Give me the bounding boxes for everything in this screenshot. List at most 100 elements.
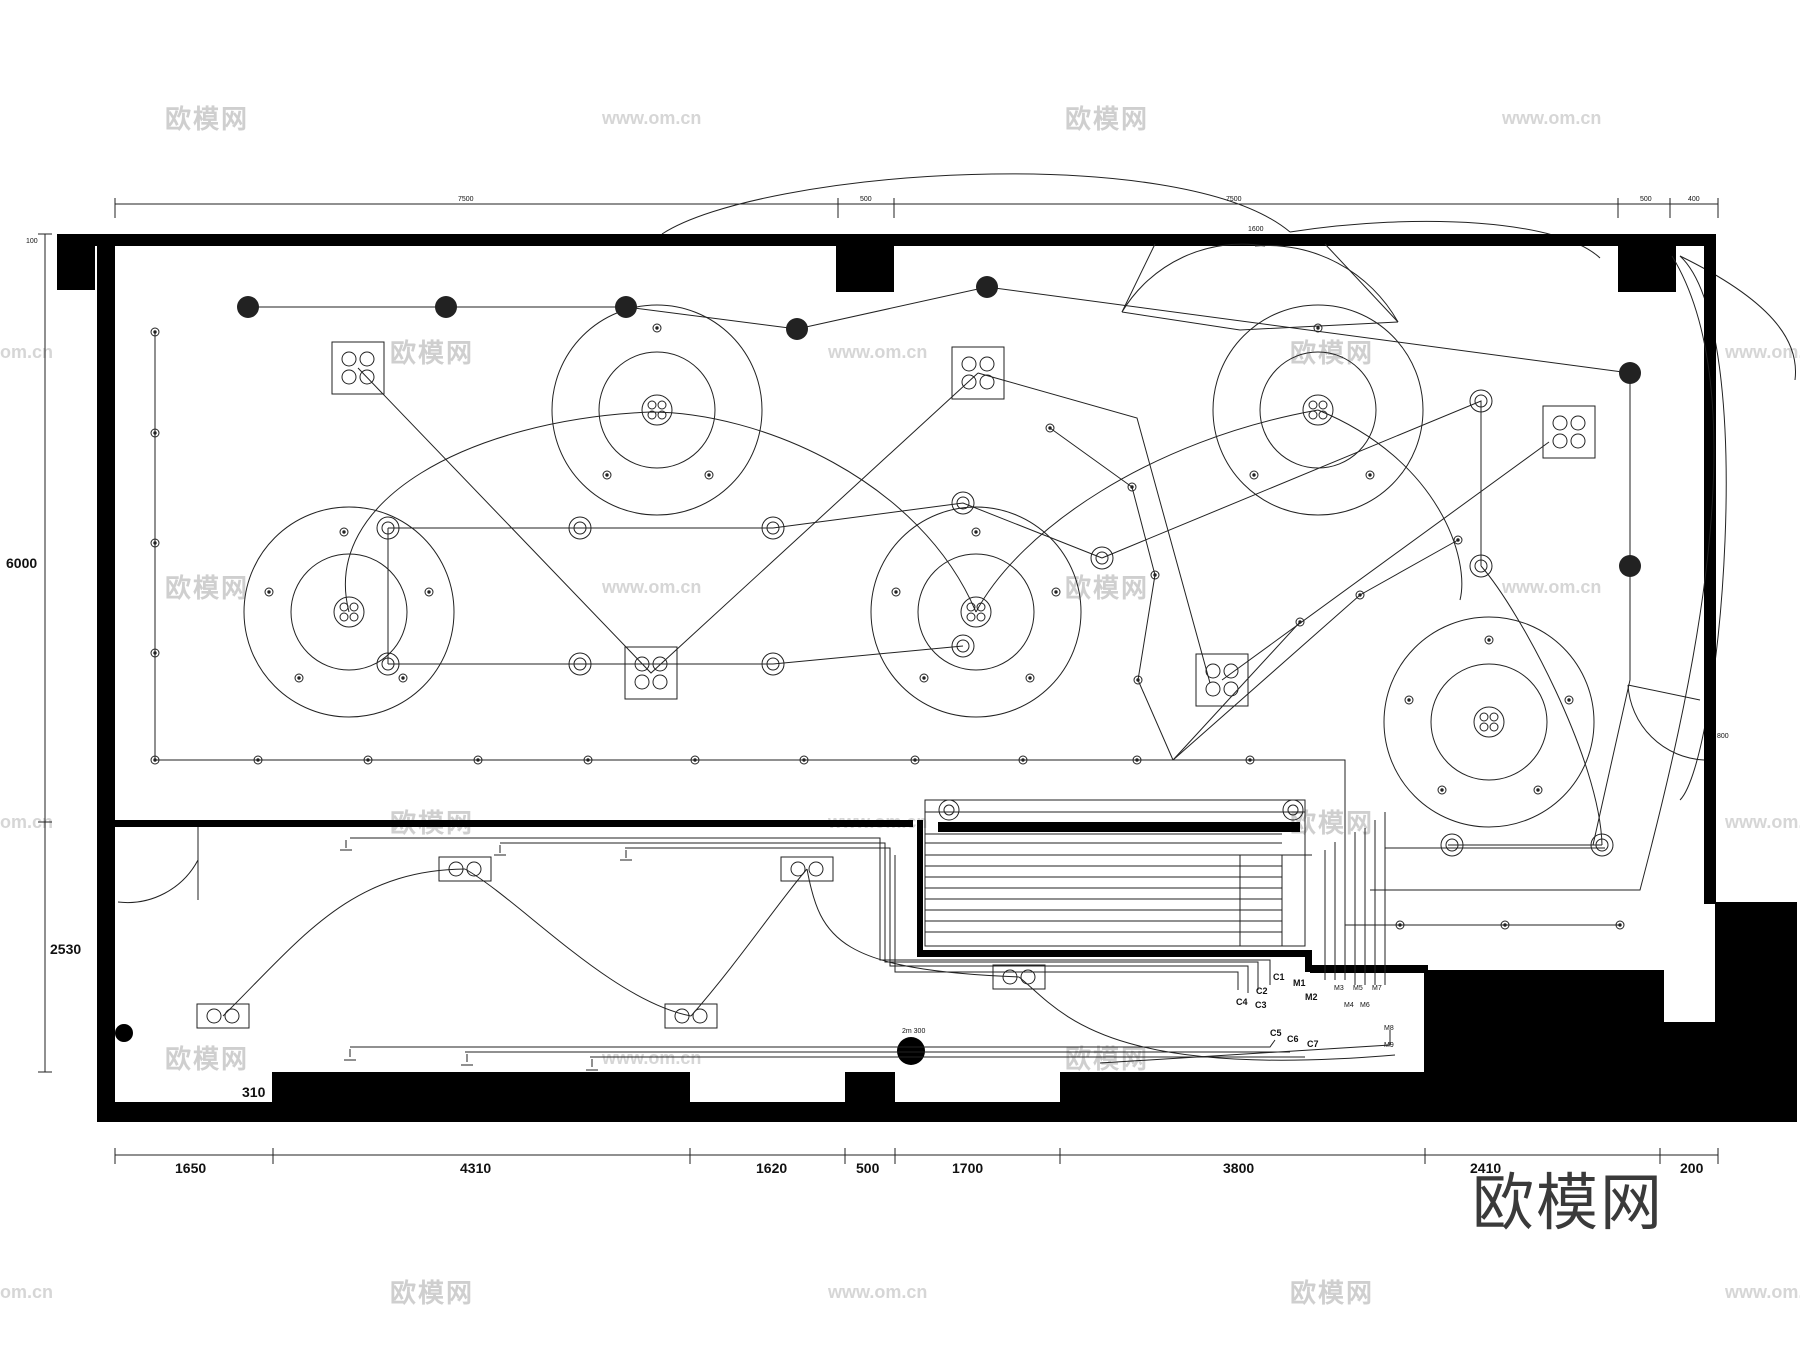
ring-chandelier (870, 506, 1082, 718)
spot-light-center (586, 758, 590, 762)
spot-light (1484, 635, 1494, 645)
top-dim-2: 500 (860, 196, 872, 203)
circuit-labels: C1 C2 C3 C4 C5 C6 C7 M1 M2 M3 M4 M5 M6 M… (1236, 972, 1394, 1049)
spot-light (1313, 323, 1323, 333)
spot-light-center (401, 676, 405, 680)
spot-light (1355, 590, 1365, 600)
ringed-downlight (956, 639, 970, 653)
spot-light (1500, 920, 1510, 930)
spot-light-center (913, 758, 917, 762)
round-column (897, 1037, 925, 1065)
ringed-downlight (951, 491, 975, 515)
ringed-downlight (573, 657, 587, 671)
ring-chandeliers (243, 304, 1595, 828)
double-light-boxes (196, 856, 1046, 1029)
spot-light (150, 538, 160, 548)
circuit-m7: M7 (1372, 985, 1382, 992)
spot-light-center (297, 676, 301, 680)
top-dim-5: 400 (1688, 196, 1700, 203)
spot-light-center (1048, 426, 1052, 430)
pendant-lights (237, 276, 1641, 577)
circuit-c5: C5 (1270, 1028, 1282, 1038)
watermark-url: www.om.cn (1501, 108, 1601, 128)
wall-fixtures (340, 840, 632, 1071)
bench-slats (924, 799, 1312, 947)
watermark-brand: 欧模网 (165, 104, 249, 134)
spot-light (1437, 785, 1447, 795)
ringed-downlight (1445, 838, 1459, 852)
corner-dim: 310 (242, 1084, 266, 1100)
spot-light-center (1358, 593, 1362, 597)
spot-light-center (1536, 788, 1540, 792)
watermark-brand: 欧模网 (165, 573, 249, 603)
watermarks: 欧模网 www.om.cn 欧模网 www.om.cn om.cn 欧模网 ww… (0, 104, 1800, 1308)
spot-light (1533, 785, 1543, 795)
spot-light-center (153, 651, 157, 655)
watermark-brand: 欧模网 (1065, 1044, 1149, 1074)
spot-light (1249, 470, 1259, 480)
ringed-downlight (1469, 389, 1493, 413)
spot-light (652, 323, 662, 333)
spot-light-center (1316, 326, 1320, 330)
ringed-downlight (766, 521, 780, 535)
circuit-m1: M1 (1293, 978, 1306, 988)
spot-light (150, 648, 160, 658)
watermark-url: om.cn (0, 342, 53, 362)
top-door-dim: 1600 (1248, 226, 1264, 233)
top-dim-1: 7500 (458, 196, 474, 203)
ring-chandelier (1383, 616, 1595, 828)
quad-light-boxes (331, 341, 1596, 707)
ringed-downlight (1474, 394, 1488, 408)
circuit-c7: C7 (1307, 1039, 1319, 1049)
spot-light-center (476, 758, 480, 762)
ringed-downlight (568, 516, 592, 540)
ringed-downlight (376, 652, 400, 676)
watermark-brand: 欧模网 (165, 1044, 249, 1074)
spot-downlights (150, 323, 1625, 930)
circuit-c2: C2 (1256, 986, 1268, 996)
watermark-brand: 欧模网 (1065, 573, 1149, 603)
spot-light-center (427, 590, 431, 594)
bottom-dim-6: 3800 (1223, 1160, 1254, 1176)
door-swings (117, 243, 1705, 904)
bottom-dim-8: 200 (1680, 1160, 1704, 1176)
ringed-downlight (761, 516, 785, 540)
spot-light-center (605, 473, 609, 477)
watermark-url: www.om.cn (1501, 577, 1601, 597)
bottom-dim-5: 1700 (952, 1160, 983, 1176)
bench-end-fixtures (938, 799, 1304, 821)
ringed-downlight (573, 521, 587, 535)
bottom-dim-4: 500 (856, 1160, 880, 1176)
ring-chandelier (551, 304, 763, 516)
spot-light-center (1567, 698, 1571, 702)
circuit-m3: M3 (1334, 985, 1344, 992)
spot-light-center (1503, 923, 1507, 927)
spot-light-center (1054, 590, 1058, 594)
spot-light (150, 428, 160, 438)
brand-logo: 欧模网 (1472, 1166, 1665, 1239)
circuit-m4: M4 (1344, 1002, 1354, 1009)
spot-light-center (655, 326, 659, 330)
spot-light (424, 587, 434, 597)
spot-light (1045, 423, 1055, 433)
left-dim-1: 6000 (6, 555, 37, 571)
spot-light-center (256, 758, 260, 762)
spot-light-center (1135, 758, 1139, 762)
spot-light-center (153, 330, 157, 334)
circuit-m8: M8 (1384, 1025, 1394, 1032)
watermark-url: om.cn (0, 1282, 53, 1302)
watermark-brand: 欧模网 (390, 338, 474, 368)
top-dim-3: 7500 (1226, 196, 1242, 203)
spot-light-center (267, 590, 271, 594)
spot-light (690, 755, 700, 765)
watermark-url: www.om.cn (1724, 812, 1800, 832)
spot-light (339, 527, 349, 537)
spot-light-center (1407, 698, 1411, 702)
spot-light (971, 527, 981, 537)
circuit-m2: M2 (1305, 992, 1318, 1002)
ringed-downlight (381, 657, 395, 671)
spot-light-center (974, 530, 978, 534)
bottom-dim-1: 1650 (175, 1160, 206, 1176)
watermark-url: www.om.cn (1724, 1282, 1800, 1302)
right-door-dim: 800 (1717, 733, 1729, 740)
